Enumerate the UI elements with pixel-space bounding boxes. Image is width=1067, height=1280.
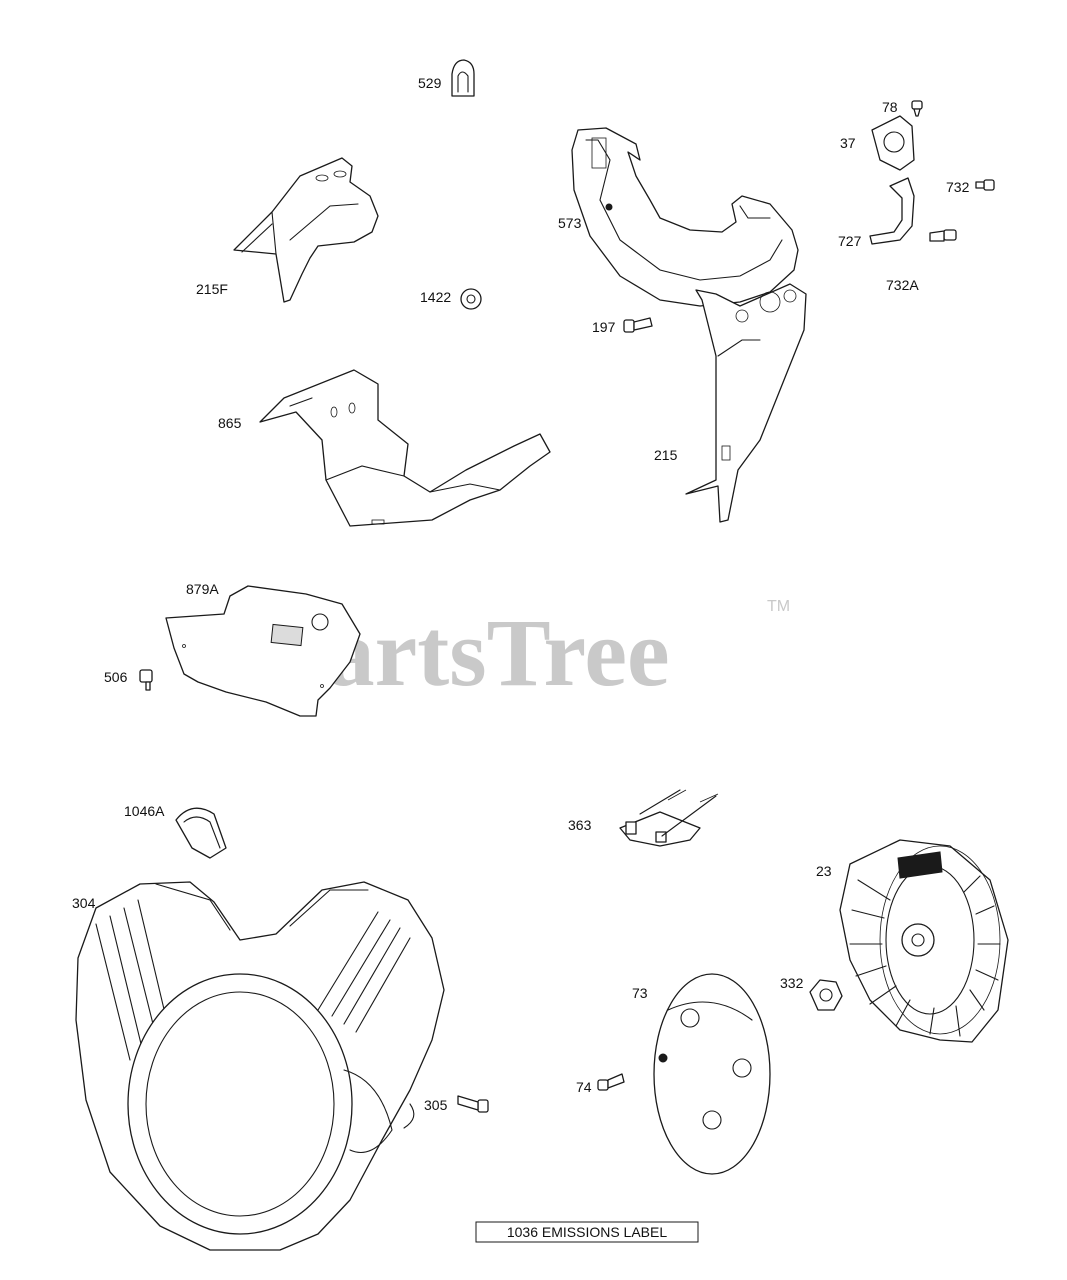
part-215F-shroud[interactable] [233, 157, 379, 303]
part-78-screw[interactable] [911, 100, 923, 117]
callout-865: 865 [218, 415, 242, 431]
part-506-screw[interactable] [139, 669, 153, 691]
callout-197: 197 [592, 319, 616, 335]
callout-215: 215 [654, 447, 678, 463]
callout-73: 73 [632, 985, 648, 1001]
part-727-bracket[interactable] [869, 177, 915, 245]
part-305-screw[interactable] [457, 1095, 489, 1113]
callout-529: 529 [418, 75, 442, 91]
part-197-screw[interactable] [623, 317, 653, 333]
emissions-label-text: 1036 EMISSIONS LABEL [507, 1224, 668, 1240]
part-73-fan-cover[interactable] [653, 973, 771, 1175]
part-363-ignition-armature[interactable] [619, 789, 719, 847]
part-732-screw[interactable] [975, 179, 995, 191]
callout-23: 23 [816, 863, 832, 879]
callout-37: 37 [840, 135, 856, 151]
callout-727: 727 [838, 233, 862, 249]
part-529-grommet[interactable] [451, 59, 475, 97]
part-573-back-plate[interactable] [571, 127, 799, 307]
part-879A-baffle[interactable] [165, 585, 361, 717]
part-304-blower-housing[interactable] [75, 881, 445, 1251]
callout-332: 332 [780, 975, 804, 991]
callout-506: 506 [104, 669, 128, 685]
callout-74: 74 [576, 1079, 592, 1095]
part-332-nut[interactable] [809, 979, 843, 1011]
part-1422-lock-washer[interactable] [460, 288, 482, 310]
callout-879A: 879A [186, 581, 219, 597]
watermark-trademark: TM [767, 598, 790, 615]
callout-1046A: 1046A [124, 803, 165, 819]
callout-215F: 215F [196, 281, 228, 297]
callout-1422: 1422 [420, 289, 451, 305]
callout-363: 363 [568, 817, 592, 833]
emissions-label-box[interactable]: 1036 EMISSIONS LABEL [475, 1221, 699, 1243]
part-865-baffle[interactable] [259, 369, 551, 527]
callout-732: 732 [946, 179, 970, 195]
part-1046A-seal[interactable] [175, 807, 227, 859]
callout-573: 573 [558, 215, 582, 231]
part-732A-screw[interactable] [929, 229, 957, 242]
part-74-screw[interactable] [597, 1073, 625, 1091]
callout-732A: 732A [886, 277, 919, 293]
callout-304: 304 [72, 895, 96, 911]
callout-305: 305 [424, 1097, 448, 1113]
part-37-gasket[interactable] [871, 115, 915, 171]
part-215-side-shroud[interactable] [685, 283, 807, 523]
part-23-flywheel[interactable] [839, 839, 1009, 1043]
callout-78: 78 [882, 99, 898, 115]
